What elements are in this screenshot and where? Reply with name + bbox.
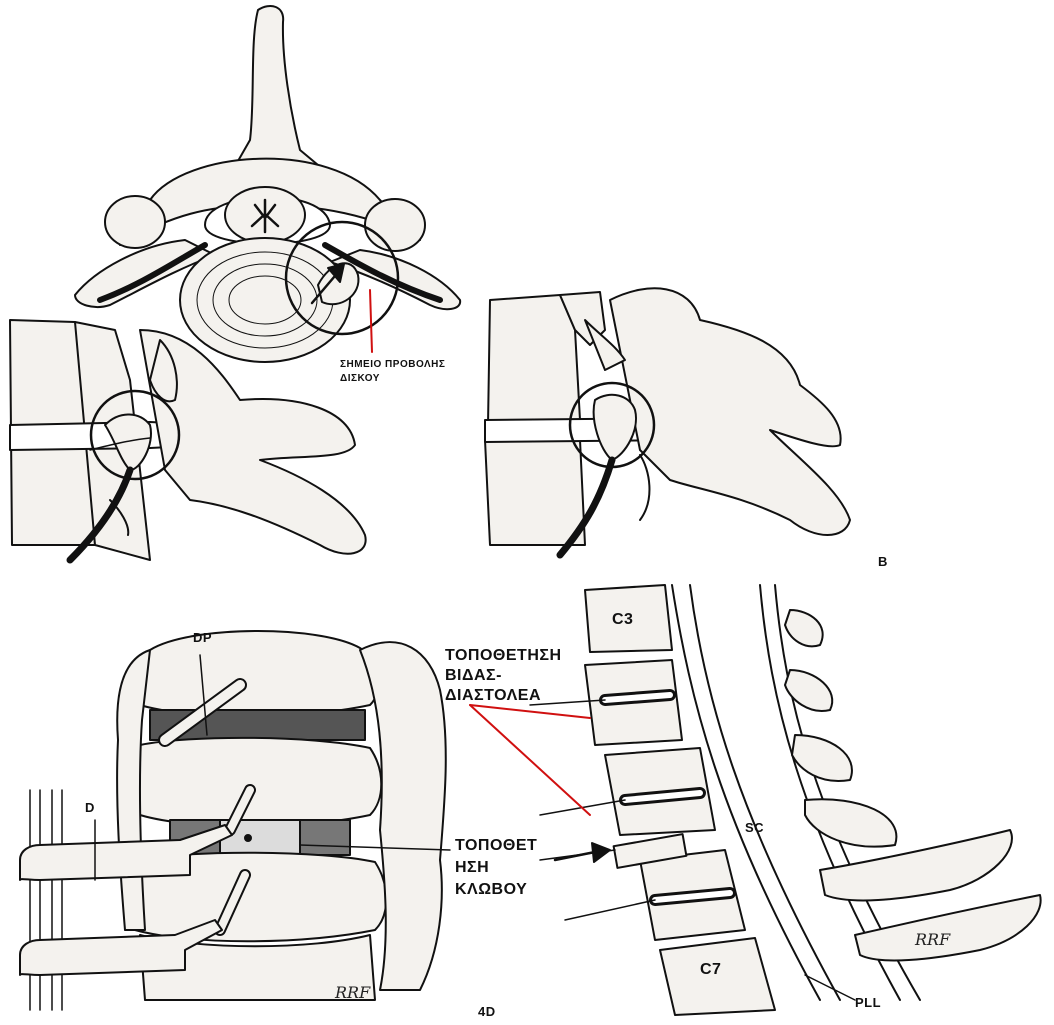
disc-protrusion-label-line2: ΔΙΣΚΟΥ [340,372,380,385]
pll-label: PLL [855,995,881,1010]
c7-label: C7 [700,960,721,980]
lateral-segment-left [10,320,366,560]
artist-signature-1: RRF [335,983,370,1002]
c3-label: C3 [612,610,633,630]
d1-label: D [85,800,95,815]
panel-b-label: B [878,554,888,569]
screw-distractor-label-line2: ΒΙΔΑΣ- [445,666,502,686]
screw-distractor-label-line3: ΔΙΑΣΤΟΛΕΑ [445,686,541,706]
sagittal-section [530,585,1041,1015]
panel-4d-label: 4D [478,1004,496,1019]
screw-distractor-label-line1: ΤΟΠΟΘΕΤΗΣΗ [445,646,562,666]
anterior-cervical-view [20,631,446,1010]
cage-placement-label-line2: ΗΣΗ [455,858,489,878]
axial-vertebra [75,6,460,362]
artist-signature-2: RRF [915,930,950,949]
sc-label: SC [745,820,764,835]
cage-placement-label-line3: ΚΛΩΒΟΥ [455,880,527,900]
dp-label: DP [193,630,212,645]
cage-placement-label-line1: ΤΟΠΟΘΕΤ [455,836,537,856]
lateral-segment-right [485,288,850,555]
disc-protrusion-label-line1: ΣΗΜΕΙΟ ΠΡΟΒΟΛΗΣ [340,358,445,371]
